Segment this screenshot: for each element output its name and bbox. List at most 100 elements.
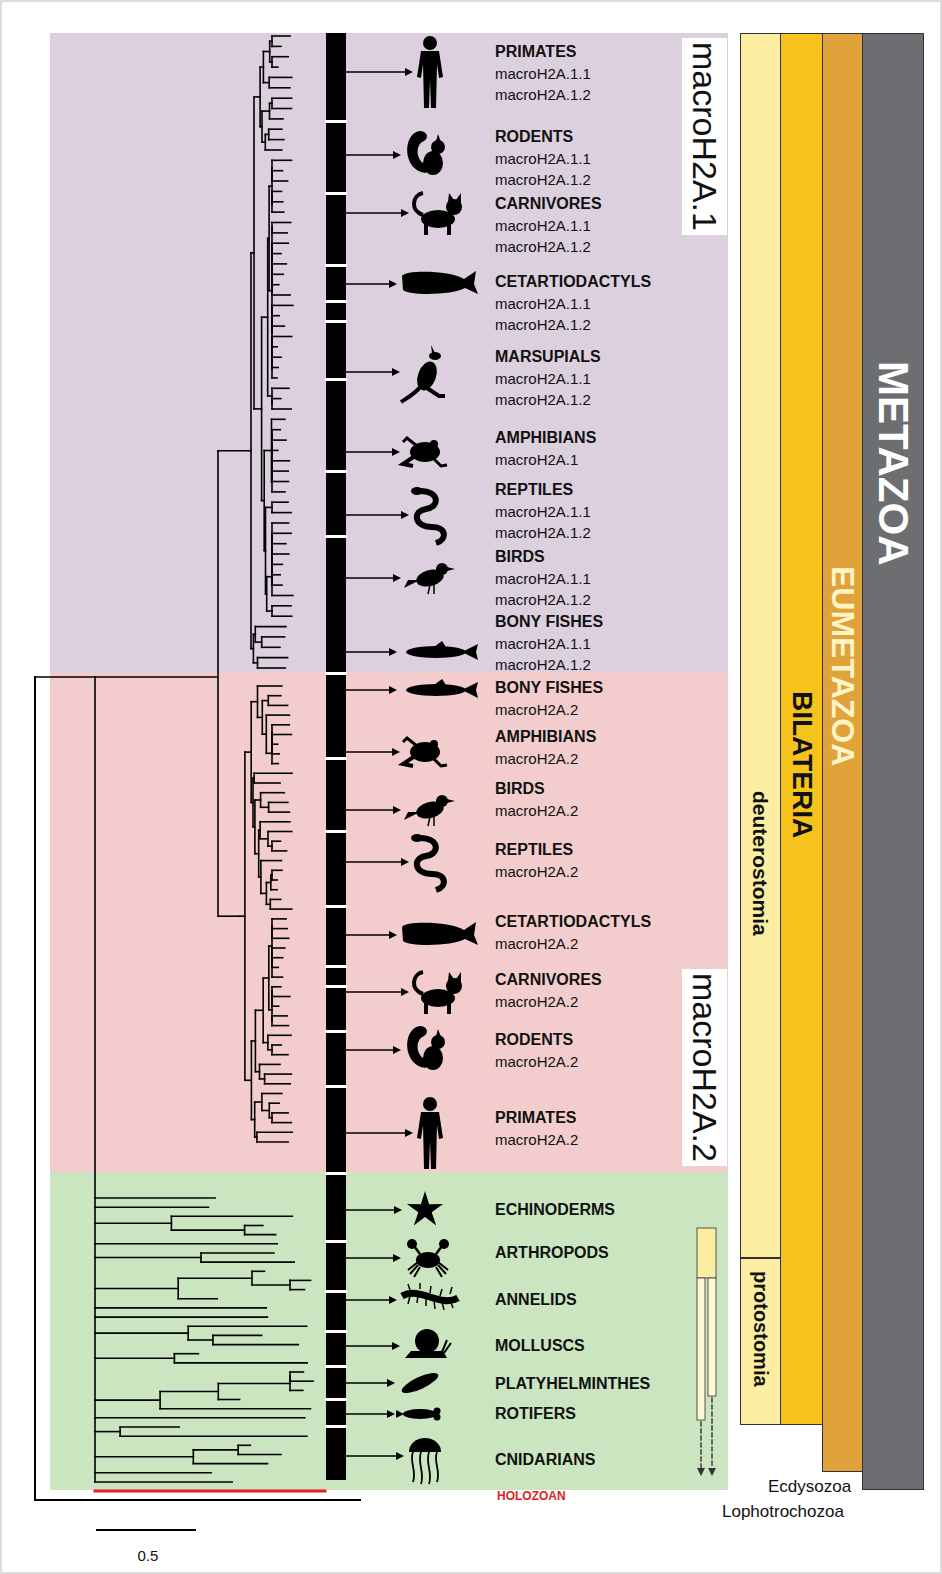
variant-tag: macroH2A.2 — [682, 969, 727, 1166]
frog-silhouette — [403, 738, 447, 766]
annotation-label: HOLOZOAN — [497, 1490, 566, 1504]
taxon-label: MARSUPIALS — [495, 348, 601, 366]
whale-silhouette — [402, 922, 478, 945]
rotifer-silhouette — [396, 1408, 441, 1421]
tree-branch — [272, 56, 288, 58]
node-label: protostomia — [750, 1271, 772, 1387]
cat-silhouette — [414, 972, 462, 1014]
kangaroo-head — [429, 352, 441, 360]
bird-legs — [428, 817, 434, 826]
label-slot: 0.5 — [138, 1547, 159, 1564]
tree-branch — [272, 191, 282, 193]
dashed-arrow — [711, 1398, 712, 1468]
taxon-label: macroH2A.2 — [495, 935, 578, 952]
rotifer-corona — [434, 1408, 441, 1415]
clade-bracket — [697, 1278, 705, 1420]
tree-branch — [258, 685, 282, 687]
taxon-label: AMPHIBIANS — [495, 728, 596, 746]
tree-branch — [95, 1417, 305, 1419]
tree-branch — [272, 850, 287, 852]
pointer-arrow — [346, 1257, 394, 1259]
label-slot: MARSUPIALS — [495, 348, 601, 366]
arrow-head — [392, 1342, 400, 1350]
tree-branch — [272, 957, 283, 959]
tree-branch — [272, 869, 282, 871]
taxon-label: PRIMATES — [495, 43, 576, 61]
tree-branch — [272, 512, 291, 514]
taxon-label: BIRDS — [495, 780, 545, 798]
tree-branch — [201, 1261, 294, 1263]
frog-leg — [403, 738, 417, 746]
pointer-arrow — [346, 1209, 395, 1211]
arrow-head — [393, 1254, 401, 1262]
snake-body — [417, 838, 444, 890]
tree-branch — [213, 1335, 262, 1337]
arrow-head — [392, 448, 400, 456]
whale-body — [402, 922, 478, 945]
tree-branch — [252, 1271, 265, 1273]
pointer-arrow — [346, 689, 390, 691]
frog-eye — [430, 440, 438, 448]
label-slot: CNIDARIANS — [495, 1451, 595, 1469]
arrow-head — [389, 1296, 397, 1304]
tree-branch — [272, 470, 288, 472]
tree-branch — [269, 87, 290, 89]
pointer-arrow — [346, 1049, 394, 1051]
tree-branch — [255, 1009, 263, 1011]
label-slot: macroH2A.2 — [495, 863, 578, 880]
tree-branch — [272, 734, 291, 736]
tree-branch — [95, 1431, 120, 1433]
squirrel-ear — [436, 1029, 441, 1037]
rotifer-corona — [434, 1414, 441, 1421]
taxon-label: BONY FISHES — [495, 679, 603, 697]
tree-branch — [272, 170, 283, 172]
taxon-label: macroH2A.1.2 — [495, 238, 591, 255]
tree-branch — [171, 1229, 244, 1231]
whale-body — [402, 271, 478, 294]
tree-branch — [252, 1284, 290, 1286]
pointer-arrow — [346, 751, 393, 753]
label-slot: macroH2A.2 — [495, 802, 578, 819]
label-slot: macroH2A.1.1 — [495, 635, 591, 652]
fish-body — [406, 646, 466, 658]
taxon-label: macroH2A.1.1 — [495, 65, 591, 82]
pointer-arrow — [346, 1382, 388, 1384]
bird-silhouette — [404, 563, 455, 594]
squirrel-ear — [436, 134, 441, 142]
pointer-arrow — [346, 991, 402, 993]
pointer-arrow — [346, 1345, 393, 1347]
tree-branch — [258, 657, 288, 659]
clade-bracket — [708, 1278, 716, 1396]
tree-branch — [160, 1391, 218, 1393]
tree-branch — [260, 1064, 281, 1066]
label-slot: macroH2A.2 — [495, 701, 578, 718]
pointer-arrow — [346, 451, 393, 453]
taxon-label: PRIMATES — [495, 1109, 576, 1127]
human-head — [423, 36, 437, 50]
squirrel-head — [431, 1035, 445, 1049]
tree-branch — [272, 439, 286, 441]
tree-branch — [272, 222, 291, 224]
node-label: METAZOA — [870, 361, 916, 566]
cat-ear — [448, 972, 454, 981]
tree-branch — [272, 491, 285, 493]
tree-branch — [272, 460, 289, 462]
tree-branch — [272, 201, 283, 203]
tree-branch — [272, 1044, 281, 1046]
tree-branch — [272, 1122, 291, 1124]
arrow-head — [392, 748, 400, 756]
arrow-head — [708, 1468, 716, 1476]
bar-separator — [325, 1398, 347, 1401]
frog-leg — [403, 756, 415, 766]
tree-branch — [95, 1399, 160, 1401]
tree-branch — [261, 860, 282, 862]
tree-branch — [272, 418, 285, 420]
cat-tail — [414, 193, 423, 215]
bar-separator — [325, 830, 347, 833]
frog-leg — [433, 758, 447, 766]
arrow-head — [396, 1452, 404, 1460]
bird-silhouette — [404, 795, 455, 826]
tree-branch — [95, 676, 218, 678]
taxon-label: macroH2A.2 — [495, 1053, 578, 1070]
annotation-label: Ecdysozoa — [768, 1477, 851, 1497]
